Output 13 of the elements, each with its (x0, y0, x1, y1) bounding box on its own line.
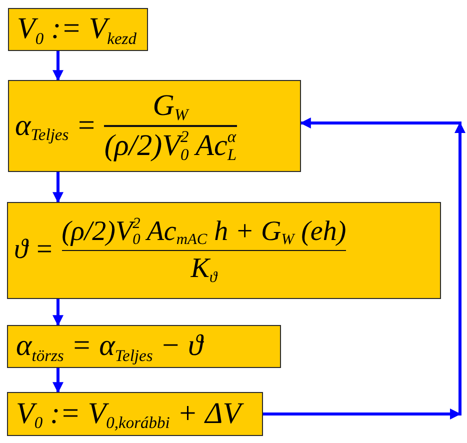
formula-box (8, 8, 148, 51)
formula: V$_{0}$ := V$_{0,korábbi}$ + ΔV (16, 396, 242, 432)
equation-left-side: α$_{Teljes}$ = (15, 108, 96, 144)
denominator: K$_{ϑ}$ (190, 253, 218, 286)
formula: α$_{törzs}$ = α$_{Teljes}$ − ϑ (16, 329, 203, 364)
formula-box (7, 392, 263, 436)
formula-box (8, 80, 301, 172)
numerator: G$_{W}$ (152, 88, 188, 124)
formula-box (7, 202, 441, 299)
equation-left-side: ϑ = (14, 234, 54, 267)
formula-box (7, 325, 281, 368)
numerator: (ρ/2)V$_{0}$$^{2}$ Ac$_{mAC}$ h + G$_{W}$ (eh) (62, 216, 346, 248)
formula: V$_{0}$ := V$_{kezd}$ (17, 12, 136, 47)
